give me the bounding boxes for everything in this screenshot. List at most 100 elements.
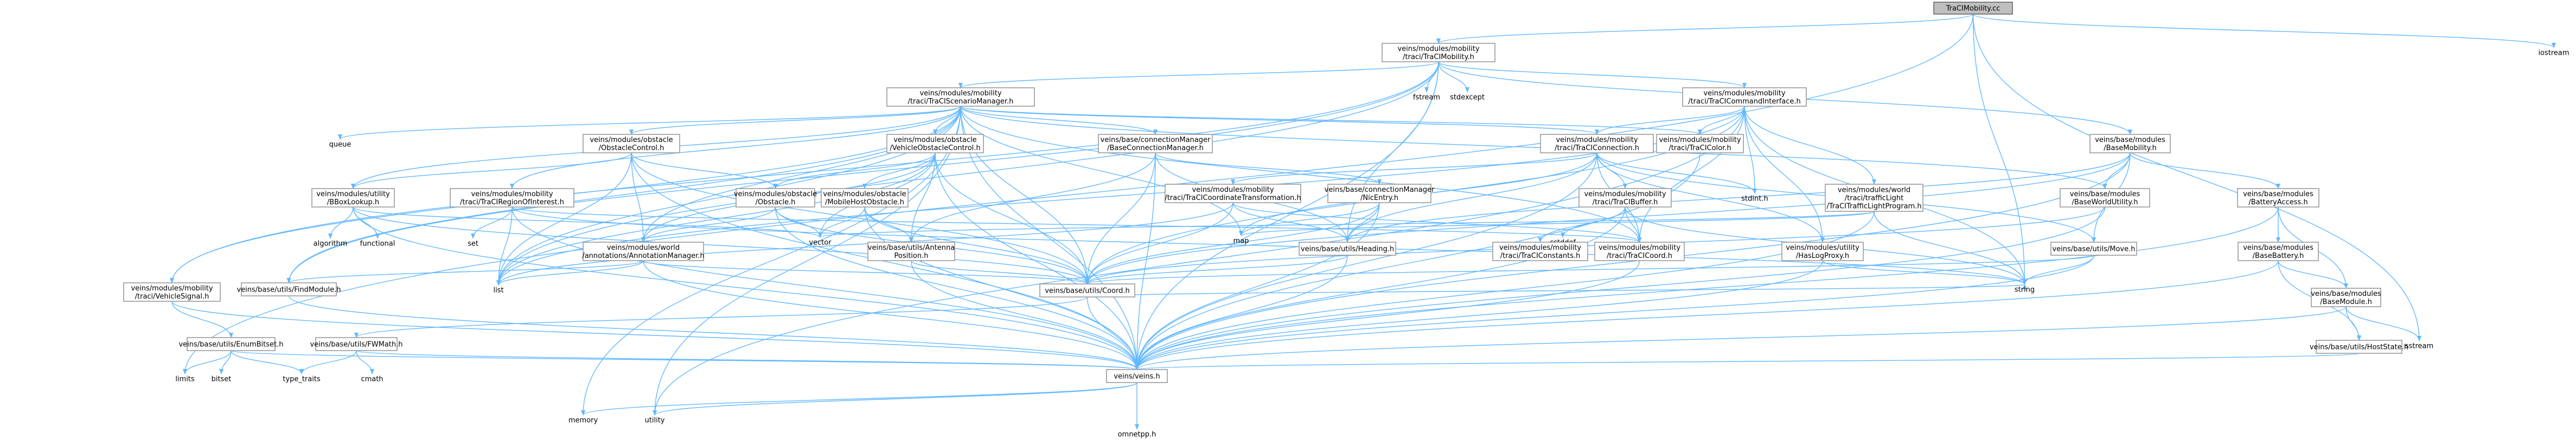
header-file-node[interactable]: veins/veins.h [1106, 369, 1168, 383]
header-file-node[interactable]: veins/modules/obstacle/ObstacleControl.h [583, 134, 680, 153]
node-label: veins/modules/obstacle [734, 190, 817, 198]
include-edge [909, 152, 1156, 243]
node-label: /BaseBattery.h [2253, 252, 2304, 260]
include-edge [935, 152, 1090, 284]
include-edge [1596, 152, 1825, 243]
include-edge [1135, 206, 2279, 370]
include-edge [353, 206, 1139, 370]
node-label: veins/base/modules [2243, 244, 2313, 252]
header-file-node[interactable]: veins/base/utils/HostState.h [2310, 340, 2408, 354]
include-edge [958, 61, 1439, 88]
header-file-node[interactable]: veins/base/utils/Coord.h [1039, 283, 1135, 297]
header-file-node[interactable]: veins/modules/mobility/traci/TraCIConnec… [1540, 134, 1654, 153]
node-box [123, 282, 221, 302]
edge-layer [170, 14, 2556, 430]
node-box [2060, 188, 2150, 208]
header-file-node[interactable]: veins/modules/mobility/traci/TraCICoordi… [1165, 184, 1301, 203]
header-file-node[interactable]: veins/base/utils/EnumBitset.h [178, 337, 284, 351]
header-file-node[interactable]: veins/modules/utility/HasLogProxy.h [1781, 242, 1864, 261]
include-edge [353, 206, 1090, 284]
header-file-node[interactable]: veins/base/utils/Move.h [2050, 242, 2137, 256]
header-file-node[interactable]: veins/base/modules/BatteryAccess.h [2237, 188, 2319, 208]
include-edge [1972, 14, 2027, 285]
system-header-node: functional [360, 240, 395, 248]
include-edge [1239, 202, 1380, 236]
include-edge [2130, 152, 2280, 189]
node-label: /MobileHostObstacle.h [825, 198, 904, 206]
system-header-node: algorithm [314, 240, 348, 248]
include-edge [1086, 284, 2027, 297]
node-label: string [2015, 286, 2035, 294]
header-file-node[interactable]: veins/modules/mobility/traci/TraCIMobili… [1382, 43, 1495, 62]
header-file-node[interactable]: veins/modules/mobility/traci/TraCIBuffer… [1578, 188, 1672, 208]
include-edge [1135, 255, 1348, 370]
node-box [1825, 184, 1923, 212]
system-header-node: stdint.h [1741, 195, 1768, 203]
include-edge [219, 350, 232, 374]
header-file-node[interactable]: veins/modules/obstacle/Obstacle.h [734, 188, 817, 208]
header-file-node[interactable]: veins/modules/mobility/traci/TraCIColor.… [1656, 134, 1744, 153]
root-file-node[interactable]: TraCIMobility.cc [1933, 2, 2013, 15]
header-file-node[interactable]: veins/modules/mobility/traci/TraCIConsta… [1492, 242, 1588, 261]
node-label: veins/base/connectionManager [1325, 186, 1435, 194]
include-edge [2278, 260, 2348, 289]
header-file-node[interactable]: veins/modules/world/annotations/Annotati… [582, 242, 705, 261]
node-box [2311, 288, 2381, 307]
include-edge [1085, 152, 1156, 284]
include-edge [1135, 211, 1875, 370]
header-file-node[interactable]: veins/modules/world/traci/trafficLight/T… [1825, 184, 1923, 212]
node-label: omnetpp.h [1118, 431, 1156, 439]
header-file-node[interactable]: veins/base/utils/FWMath.h [310, 337, 403, 351]
include-edge [773, 152, 936, 189]
include-edge [1135, 353, 2360, 370]
node-label: stdint.h [1741, 195, 1768, 203]
include-edge [1231, 152, 1597, 185]
include-edge [512, 206, 2027, 285]
node-label: veins/base/utils/Coord.h [1045, 287, 1130, 295]
include-edge [631, 152, 1090, 284]
include-edge [1345, 202, 1380, 243]
include-edge [1874, 211, 2027, 285]
node-label: map [1233, 237, 1249, 245]
node-box [886, 87, 1035, 107]
node-box [1578, 188, 1672, 208]
header-file-node[interactable]: veins/base/modules/BaseWorldUtility.h [2060, 188, 2150, 208]
system-header-node: bitset [212, 376, 232, 384]
include-edge [471, 206, 513, 239]
node-label: cmath [361, 376, 383, 384]
include-edge [2345, 306, 2361, 341]
header-file-node[interactable]: veins/modules/mobility/traci/TraCIRegion… [450, 188, 574, 208]
system-header-node: memory [568, 417, 598, 425]
header-file-node[interactable]: veins/modules/obstacle/VehicleObstacleCo… [886, 134, 984, 153]
header-file-node[interactable]: veins/base/connectionManager/BaseConnect… [1098, 134, 1213, 153]
header-file-node[interactable]: veins/modules/utility/BBoxLookup.h [311, 188, 395, 208]
include-edge [1135, 255, 2094, 370]
include-edge [653, 106, 1745, 416]
header-file-node[interactable]: veins/base/modules/BaseModule.h [2311, 288, 2381, 307]
node-label: veins/base/utils/EnumBitset.h [178, 341, 283, 349]
node-box [583, 242, 704, 261]
header-file-node[interactable]: veins/modules/mobility/traci/TraCIComman… [1682, 87, 1807, 107]
include-edge [1972, 14, 2556, 48]
node-label: veins/modules/mobility [1397, 45, 1479, 53]
header-file-node[interactable]: veins/modules/mobility/traci/VehicleSign… [123, 282, 221, 302]
include-edge [818, 211, 1875, 238]
header-file-node[interactable]: veins/base/utils/Heading.h [1299, 242, 1396, 256]
include-edge [960, 106, 2107, 189]
include-edge [1595, 106, 1745, 135]
header-file-node[interactable]: veins/modules/mobility/traci/TraCICoord.… [1594, 242, 1685, 261]
system-header-node: iostream [2538, 49, 2569, 57]
header-file-node[interactable]: veins/base/utils/FindModule.h [236, 282, 341, 296]
header-file-node[interactable]: veins/base/connectionManager/NicEntry.h [1325, 184, 1435, 203]
node-label: veins/base/modules [2311, 290, 2381, 298]
include-edge [864, 206, 1090, 284]
node-label: veins/base/utils/FWMath.h [310, 341, 403, 349]
header-file-node[interactable]: veins/base/modules/BaseBattery.h [2238, 242, 2319, 261]
header-file-node[interactable]: veins/base/modules/BaseMobility.h [2089, 134, 2171, 153]
node-label: /VehicleObstacleControl.h [890, 144, 980, 152]
header-file-node[interactable]: veins/modules/obstacle/MobileHostObstacl… [821, 188, 909, 208]
include-edge [2345, 306, 2421, 341]
node-box [867, 242, 955, 261]
header-file-node[interactable]: veins/modules/mobility/traci/TraCIScenar… [886, 87, 1035, 107]
